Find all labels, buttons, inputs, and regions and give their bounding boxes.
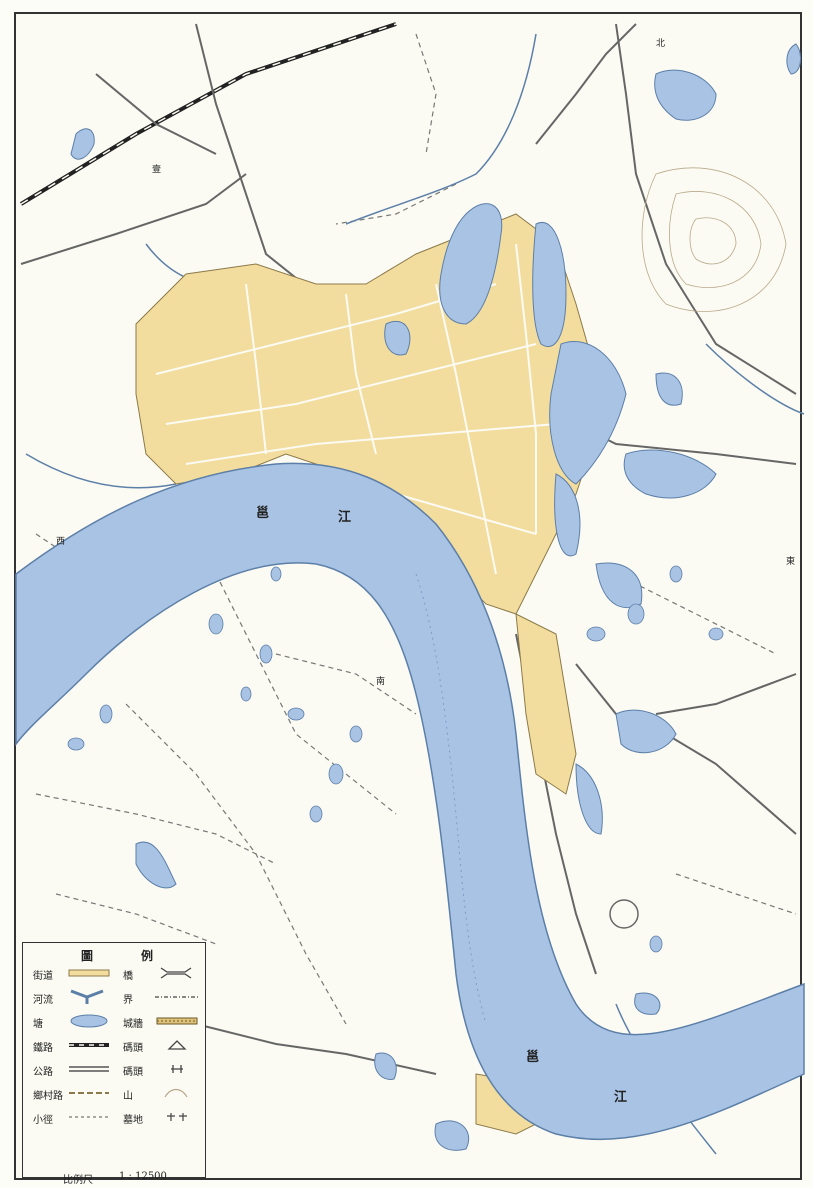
legend-label: 鄉村路 xyxy=(33,1091,63,1102)
dock-symbol-icon xyxy=(171,1065,183,1073)
place-label: 東 xyxy=(786,557,796,567)
footpath-symbol-icon xyxy=(69,1116,109,1118)
place-label: 北 xyxy=(656,39,666,49)
bridge-symbol-icon xyxy=(160,967,192,979)
legend-item-pier: 碼頭 xyxy=(123,1035,203,1055)
legend-item-footpath: 小徑 xyxy=(33,1107,123,1127)
river-label: 邕 xyxy=(256,506,270,521)
roundabout xyxy=(609,899,639,929)
ponds xyxy=(70,43,802,1151)
scale-label: 比例尺 xyxy=(63,1175,93,1186)
country-paths xyxy=(35,33,797,1025)
place-label: 壹 xyxy=(152,165,162,175)
place-label: 西 xyxy=(56,537,66,547)
legend-label: 小徑 xyxy=(33,1115,53,1126)
city-wall-symbol-icon xyxy=(156,1017,198,1025)
legend-item-pond: 塘 xyxy=(33,1011,123,1031)
legend-label: 塘 xyxy=(33,1019,43,1030)
pond-symbol-icon xyxy=(70,1014,108,1028)
city-streets xyxy=(155,243,557,575)
railway-symbol-icon xyxy=(69,1043,109,1047)
legend-label: 界 xyxy=(123,995,133,1006)
map-frame: 邕 江 邕 江 壹 北 西 南 東 圖 例 街道 河流 塘 xyxy=(14,12,805,1186)
street-symbol-icon xyxy=(68,969,110,977)
legend-item-cemetery: 墓地 xyxy=(123,1107,203,1127)
small-ponds xyxy=(67,565,724,953)
legend-item-river: 河流 xyxy=(33,987,123,1007)
map-legend: 圖 例 街道 河流 塘 鐵路 公路 xyxy=(22,942,206,1186)
place-label: 南 xyxy=(376,677,386,687)
legend-label: 公路 xyxy=(33,1067,53,1078)
legend-title-right: 例 xyxy=(141,949,154,963)
legend-item-city-wall: 城牆 xyxy=(123,1011,203,1031)
legend-item-boundary: 界 xyxy=(123,987,203,1007)
railway-line xyxy=(19,22,397,206)
map-canvas xyxy=(15,22,805,1155)
legend-label: 山 xyxy=(123,1091,133,1102)
legend-label: 鐵路 xyxy=(33,1043,53,1054)
legend-title-left: 圖 xyxy=(81,949,94,963)
river-label: 江 xyxy=(338,510,352,525)
village-road-symbol-icon xyxy=(69,1092,109,1094)
legend-item-railway: 鐵路 xyxy=(33,1035,123,1055)
boundary-symbol-icon xyxy=(155,996,199,998)
legend-label: 街道 xyxy=(33,971,53,982)
legend-label: 碼頭 xyxy=(123,1067,143,1078)
legend-label: 碼頭 xyxy=(123,1043,143,1054)
pier-symbol-icon xyxy=(167,1040,187,1050)
legend-item-bridge: 橋 xyxy=(123,963,203,983)
yong-river xyxy=(15,462,805,1141)
scale-value: 1 : 12500 xyxy=(119,1171,167,1182)
river-symbol-icon xyxy=(70,989,104,1004)
legend-item-hill: 山 xyxy=(123,1083,203,1103)
river-label: 江 xyxy=(614,1090,628,1105)
hill-contours xyxy=(641,167,787,312)
legend-item-village-road: 鄉村路 xyxy=(33,1083,123,1103)
legend-label: 河流 xyxy=(33,995,53,1006)
legend-item-dock: 碼頭 xyxy=(123,1059,203,1079)
legend-label: 橋 xyxy=(123,971,133,982)
legend-label: 墓地 xyxy=(123,1115,143,1126)
legend-item-highway: 公路 xyxy=(33,1059,123,1079)
cemetery-symbol-icon xyxy=(167,1113,187,1121)
legend-item-street: 街道 xyxy=(33,963,123,983)
river-label: 邕 xyxy=(526,1050,540,1065)
hill-symbol-icon xyxy=(164,1088,188,1098)
legend-label: 城牆 xyxy=(123,1019,143,1030)
highway-symbol-icon xyxy=(69,1066,109,1072)
